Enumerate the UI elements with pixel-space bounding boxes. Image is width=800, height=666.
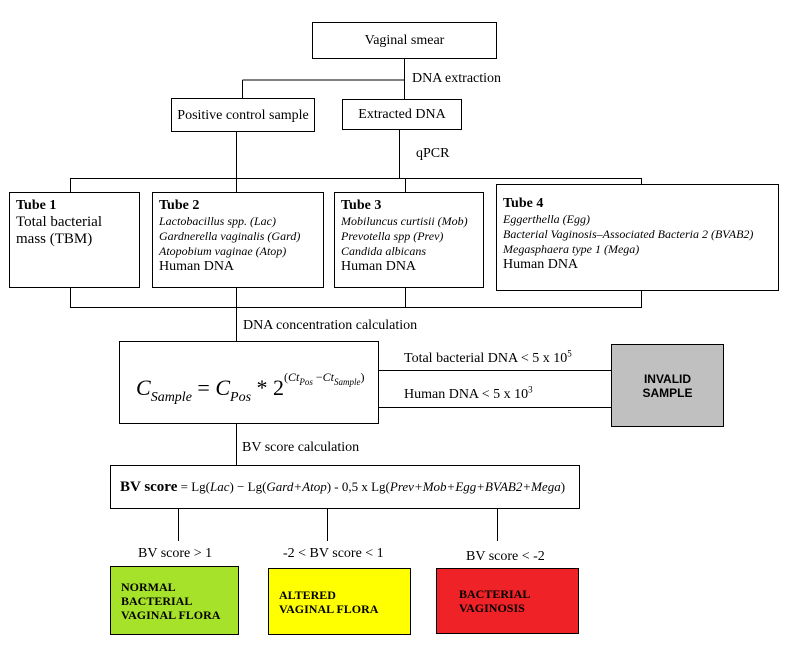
formula-exponent: (CtPos −CtSample) [284, 370, 365, 387]
bv-score-formula-box [110, 465, 580, 509]
exp-pos-sub: Pos [299, 377, 313, 387]
bv-score-formula-label: BV score [120, 479, 178, 495]
branch-label-altered: -2 < BV score < 1 [283, 546, 384, 561]
tube-3-species-2: Prevotella spp (Prev) [341, 229, 444, 243]
tube-1-line-2: mass (TBM) [16, 231, 93, 247]
vaginosis-line-2: VAGINOSIS [459, 601, 525, 615]
altered-line-1: ALTERED [279, 587, 336, 602]
tube-3-title: Tube 3 [341, 198, 382, 213]
tube-4-species-3: Megasphaera type 1 (Mega) [503, 242, 640, 256]
tube-2-species-1: Lactobacillus spp. (Lac) [159, 214, 276, 228]
vaginosis-line-1: BACTERIAL [459, 587, 531, 601]
tube-2-species-2: Gardnerella vaginalis (Gard) [159, 229, 301, 243]
dna-concentration-label: DNA concentration calculation [243, 318, 418, 333]
tube-4-human-dna: Human DNA [503, 257, 579, 272]
bv-score-formula: BV score = Lg(Lac) − Lg(Gard+Atop) - 0,5… [120, 478, 565, 496]
bv-formula-rest: Prev+Mob+Egg+BVAB2+Mega [389, 479, 561, 494]
invalid-line-1: INVALID [643, 371, 692, 386]
formula-sample-sub: Sample [150, 390, 192, 405]
exp-ct-pos: Ct [288, 370, 300, 384]
dna-extraction-label: DNA extraction [412, 71, 502, 86]
exp-minus: − [312, 370, 323, 384]
tube-4-title: Tube 4 [503, 196, 544, 211]
normal-flora-box: NORMAL BACTERIAL VAGINAL FLORA [110, 566, 239, 635]
extracted-dna-label: Extracted DNA [358, 107, 446, 122]
total-threshold-text: Total bacterial DNA < 5 x 10 [404, 351, 568, 366]
altered-flora-box: ALTERED VAGINAL FLORA [268, 568, 411, 635]
tube-3-species-1: Mobiluncus curtisii (Mob) [341, 214, 468, 228]
bacterial-vaginosis-box: BACTERIAL VAGINOSIS [436, 568, 579, 634]
tube-3-human-dna: Human DNA [341, 259, 417, 274]
tube-4-species-2: Bacterial Vaginosis–Associated Bacteria … [503, 227, 754, 241]
tube-3-box: Tube 3 Mobiluncus curtisii (Mob) Prevote… [334, 192, 484, 288]
exp-sample-sub: Sample [333, 377, 361, 387]
human-dna-threshold: Human DNA < 5 x 103 [404, 384, 533, 403]
formula-c-pos: C [215, 375, 231, 400]
branch-label-normal: BV score > 1 [138, 546, 213, 561]
bv-score-calculation-label: BV score calculation [242, 440, 360, 455]
tube-2-species-3: Atopobium vaginae (Atop) [159, 244, 287, 258]
tube-4-box: Tube 4 Eggerthella (Egg) Bacterial Vagin… [496, 184, 779, 291]
concentration-formula-box [119, 341, 379, 424]
tube-1-title: Tube 1 [16, 198, 57, 213]
tube-3-species-3: Candida albicans [341, 244, 427, 258]
formula-equals: = [191, 375, 216, 400]
formula-pos-sub: Pos [230, 390, 252, 405]
bv-formula-part-2: ) − Lg( [229, 479, 267, 494]
branch-label-vaginosis: BV score < -2 [466, 549, 545, 564]
total-threshold-exp: 5 [567, 348, 572, 359]
tube-1-line-1: Total bacterial [16, 214, 102, 230]
positive-control-label: Positive control sample [177, 107, 309, 123]
total-bacterial-threshold: Total bacterial DNA < 5 x 105 [404, 348, 572, 367]
human-threshold-exp: 3 [528, 384, 533, 395]
positive-control-box: Positive control sample [171, 98, 315, 132]
vaginal-smear-box: Vaginal smear [312, 22, 497, 59]
normal-line-1: NORMAL [121, 579, 176, 594]
normal-line-3: VAGINAL FLORA [121, 607, 221, 622]
vaginal-smear-label: Vaginal smear [364, 33, 445, 48]
concentration-formula: CSample = CPos * 2(CtPos −CtSample) [136, 370, 364, 406]
formula-c-sample: C [136, 375, 151, 400]
tube-1-box: Tube 1 Total bacterial mass (TBM) [9, 192, 140, 288]
normal-line-2: BACTERIAL [121, 593, 193, 608]
extracted-dna-box: Extracted DNA [342, 99, 462, 130]
invalid-line-2: SAMPLE [642, 385, 693, 400]
formula-times-two: * 2 [256, 375, 285, 400]
tube-4-species-1: Eggerthella (Egg) [503, 212, 590, 226]
bv-formula-lac: Lac [209, 479, 230, 494]
bv-formula-part-4: ) [560, 479, 566, 494]
human-threshold-text: Human DNA < 5 x 10 [404, 387, 529, 402]
tube-2-title: Tube 2 [159, 198, 200, 213]
bv-formula-part-1: = Lg( [177, 479, 210, 494]
invalid-sample-box: INVALID SAMPLE [611, 344, 724, 427]
bv-formula-gard-atop: Gard+Atop [266, 479, 327, 494]
altered-line-2: VAGINAL FLORA [279, 601, 379, 616]
exp-ct-sample: Ct [322, 370, 334, 384]
qpcr-label: qPCR [416, 146, 450, 161]
tube-2-human-dna: Human DNA [159, 259, 235, 274]
tube-2-box: Tube 2 Lactobacillus spp. (Lac) Gardnere… [152, 192, 324, 288]
bv-formula-part-3: ) - 0,5 x Lg( [326, 479, 390, 494]
